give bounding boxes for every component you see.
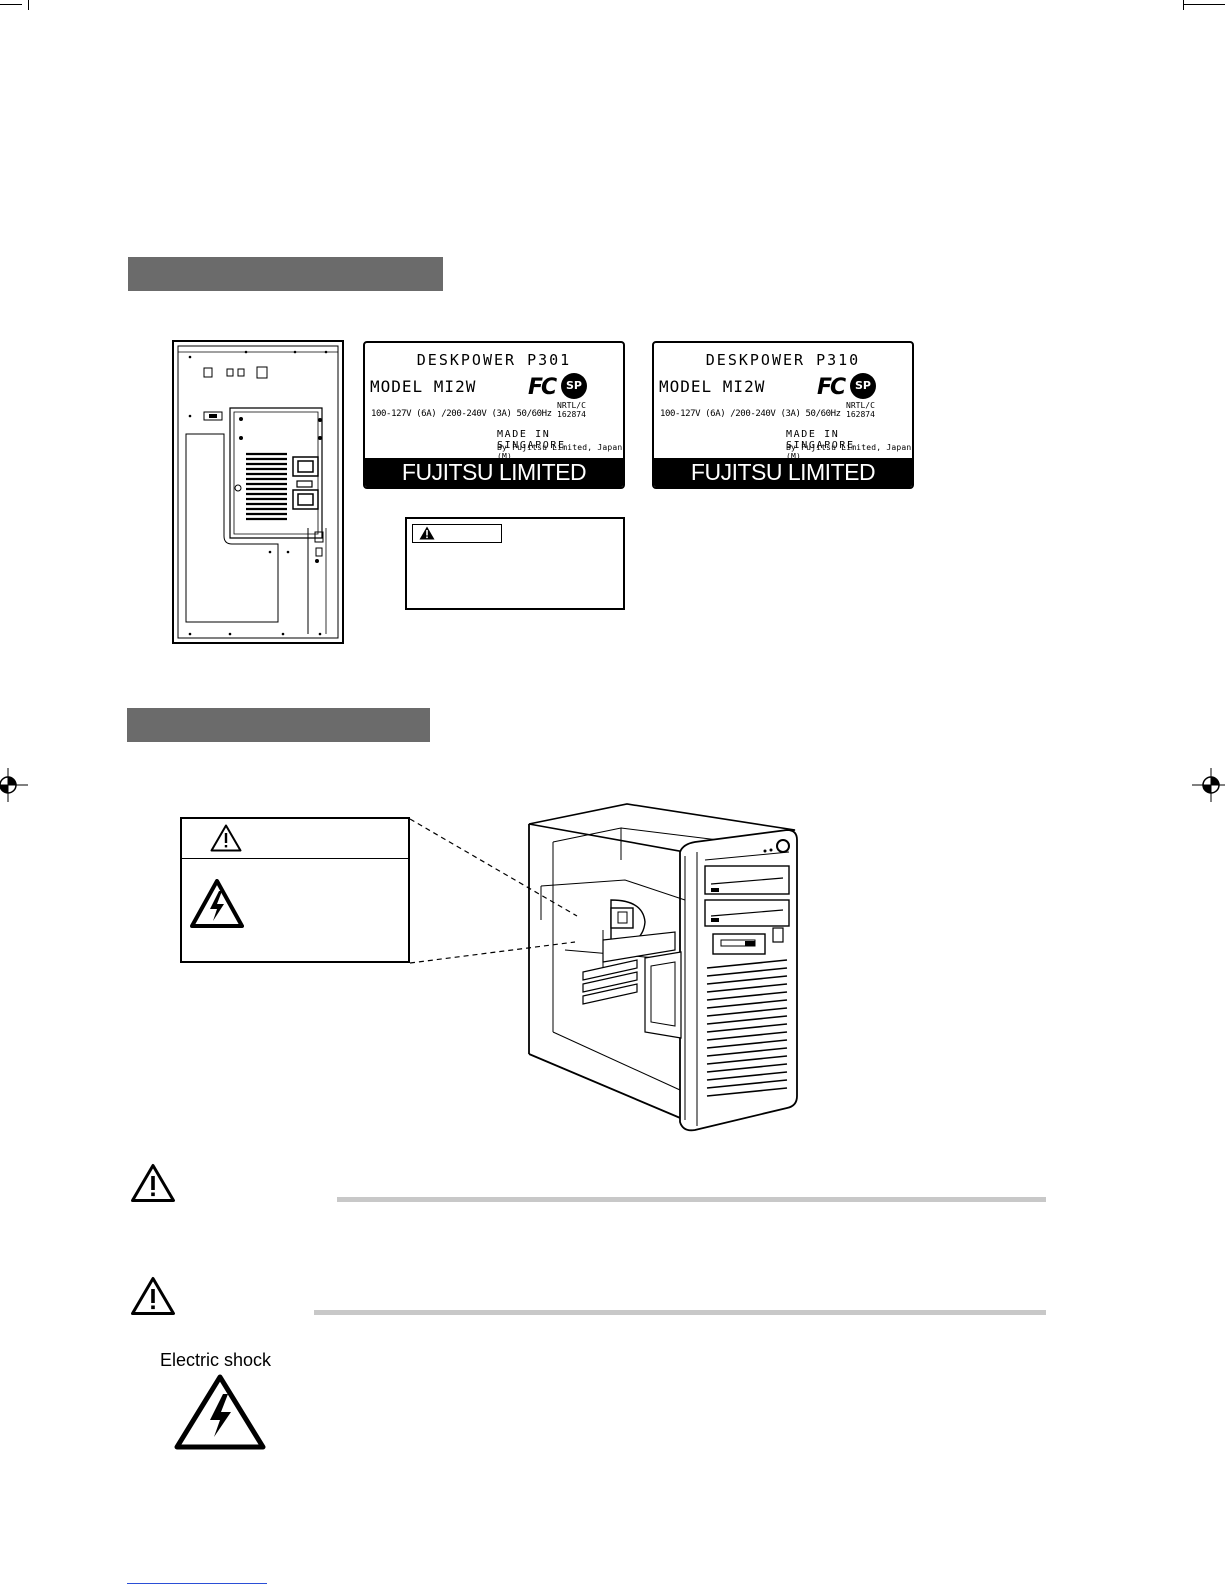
crop-mark (28, 0, 29, 10)
electric-shock-icon (190, 879, 244, 928)
section-header-bar (127, 708, 430, 742)
made-in: MADE IN SINGAPORE (497, 429, 566, 451)
csa-mark-icon: SP (561, 373, 587, 399)
warning-header-box (412, 524, 502, 543)
model-number: MODEL MI2W (659, 377, 766, 396)
pc-tower-diagram (528, 803, 798, 1132)
product-name: DESKPOWER P310 (705, 351, 861, 369)
section-header-bar (128, 257, 443, 291)
csa-mark-icon: SP (850, 373, 876, 399)
fc-mark-icon: FC (817, 375, 846, 400)
fc-mark-icon: FC (528, 375, 557, 400)
rating-label-p310: DESKPOWER P310 MODEL MI2W FC SP NRTL/C 1… (652, 341, 914, 489)
electric-shock-caption: Electric shock (160, 1350, 272, 1370)
callout-leader-lines (409, 818, 578, 964)
registration-mark (0, 768, 28, 802)
warning-triangle-icon (419, 526, 435, 540)
caution-triangle-icon (131, 1277, 175, 1315)
crop-mark (1183, 4, 1225, 5)
footer-line (127, 1583, 267, 1584)
manufacturer: By Fujitsu Limited, Japan (M) (497, 443, 623, 461)
warning-label-divider (182, 858, 408, 859)
rating-label-p301: DESKPOWER P301 MODEL MI2W FC SP NRTL/C 1… (363, 341, 625, 489)
electric-shock-icon (174, 1374, 266, 1450)
brand-bar: FUJITSU LIMITED (365, 458, 623, 487)
caution-triangle-icon (210, 824, 242, 852)
warning-triangle-icon (131, 1164, 175, 1202)
manufacturer: By Fujitsu Limited, Japan (M) (786, 443, 912, 461)
model-number: MODEL MI2W (370, 377, 477, 396)
section-rule (337, 1197, 1046, 1202)
made-in: MADE IN SINGAPORE (786, 429, 855, 451)
product-name: DESKPOWER P301 (416, 351, 572, 369)
warning-label-internal (180, 817, 410, 963)
rear-panel-diagram (172, 340, 344, 644)
cert-number: NRTL/C 162874 (557, 401, 586, 419)
power-rating: 100-127V (6A) /200-240V (3A) 50/60Hz (371, 409, 552, 419)
registration-mark (1192, 768, 1225, 802)
crop-mark (0, 4, 22, 5)
warning-label-small (405, 517, 625, 610)
power-rating: 100-127V (6A) /200-240V (3A) 50/60Hz (660, 409, 841, 419)
crop-mark (1183, 0, 1184, 10)
section-rule (314, 1310, 1046, 1315)
brand-bar: FUJITSU LIMITED (654, 458, 912, 487)
cert-number: NRTL/C 162874 (846, 401, 875, 419)
